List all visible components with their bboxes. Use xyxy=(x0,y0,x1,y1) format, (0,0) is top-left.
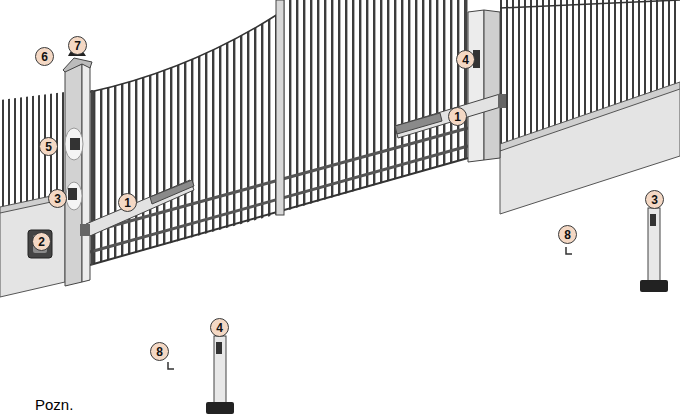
right-fence xyxy=(500,0,680,214)
note-label: Pozn. xyxy=(35,397,73,412)
callout-number: 8 xyxy=(558,225,577,244)
callout-number: 3 xyxy=(48,189,67,208)
callout-number: 1 xyxy=(118,193,137,212)
callout-number: 4 xyxy=(210,318,229,337)
key-selector xyxy=(28,230,52,258)
callout-number: 5 xyxy=(39,137,58,156)
callout-number: 4 xyxy=(456,50,475,69)
photocell-posts xyxy=(206,208,668,414)
callout-number: 8 xyxy=(150,342,169,361)
left-pillar xyxy=(63,48,92,286)
callout-number: 6 xyxy=(35,47,54,66)
receiver xyxy=(70,138,80,150)
callout-number: 2 xyxy=(32,232,51,251)
callout-number: 3 xyxy=(645,190,664,209)
callout-number: 1 xyxy=(448,107,467,126)
operators xyxy=(80,94,506,236)
right-pillar xyxy=(468,10,500,162)
loop-markers xyxy=(168,247,572,369)
photocell xyxy=(68,188,77,200)
callout-number: 7 xyxy=(68,36,87,55)
